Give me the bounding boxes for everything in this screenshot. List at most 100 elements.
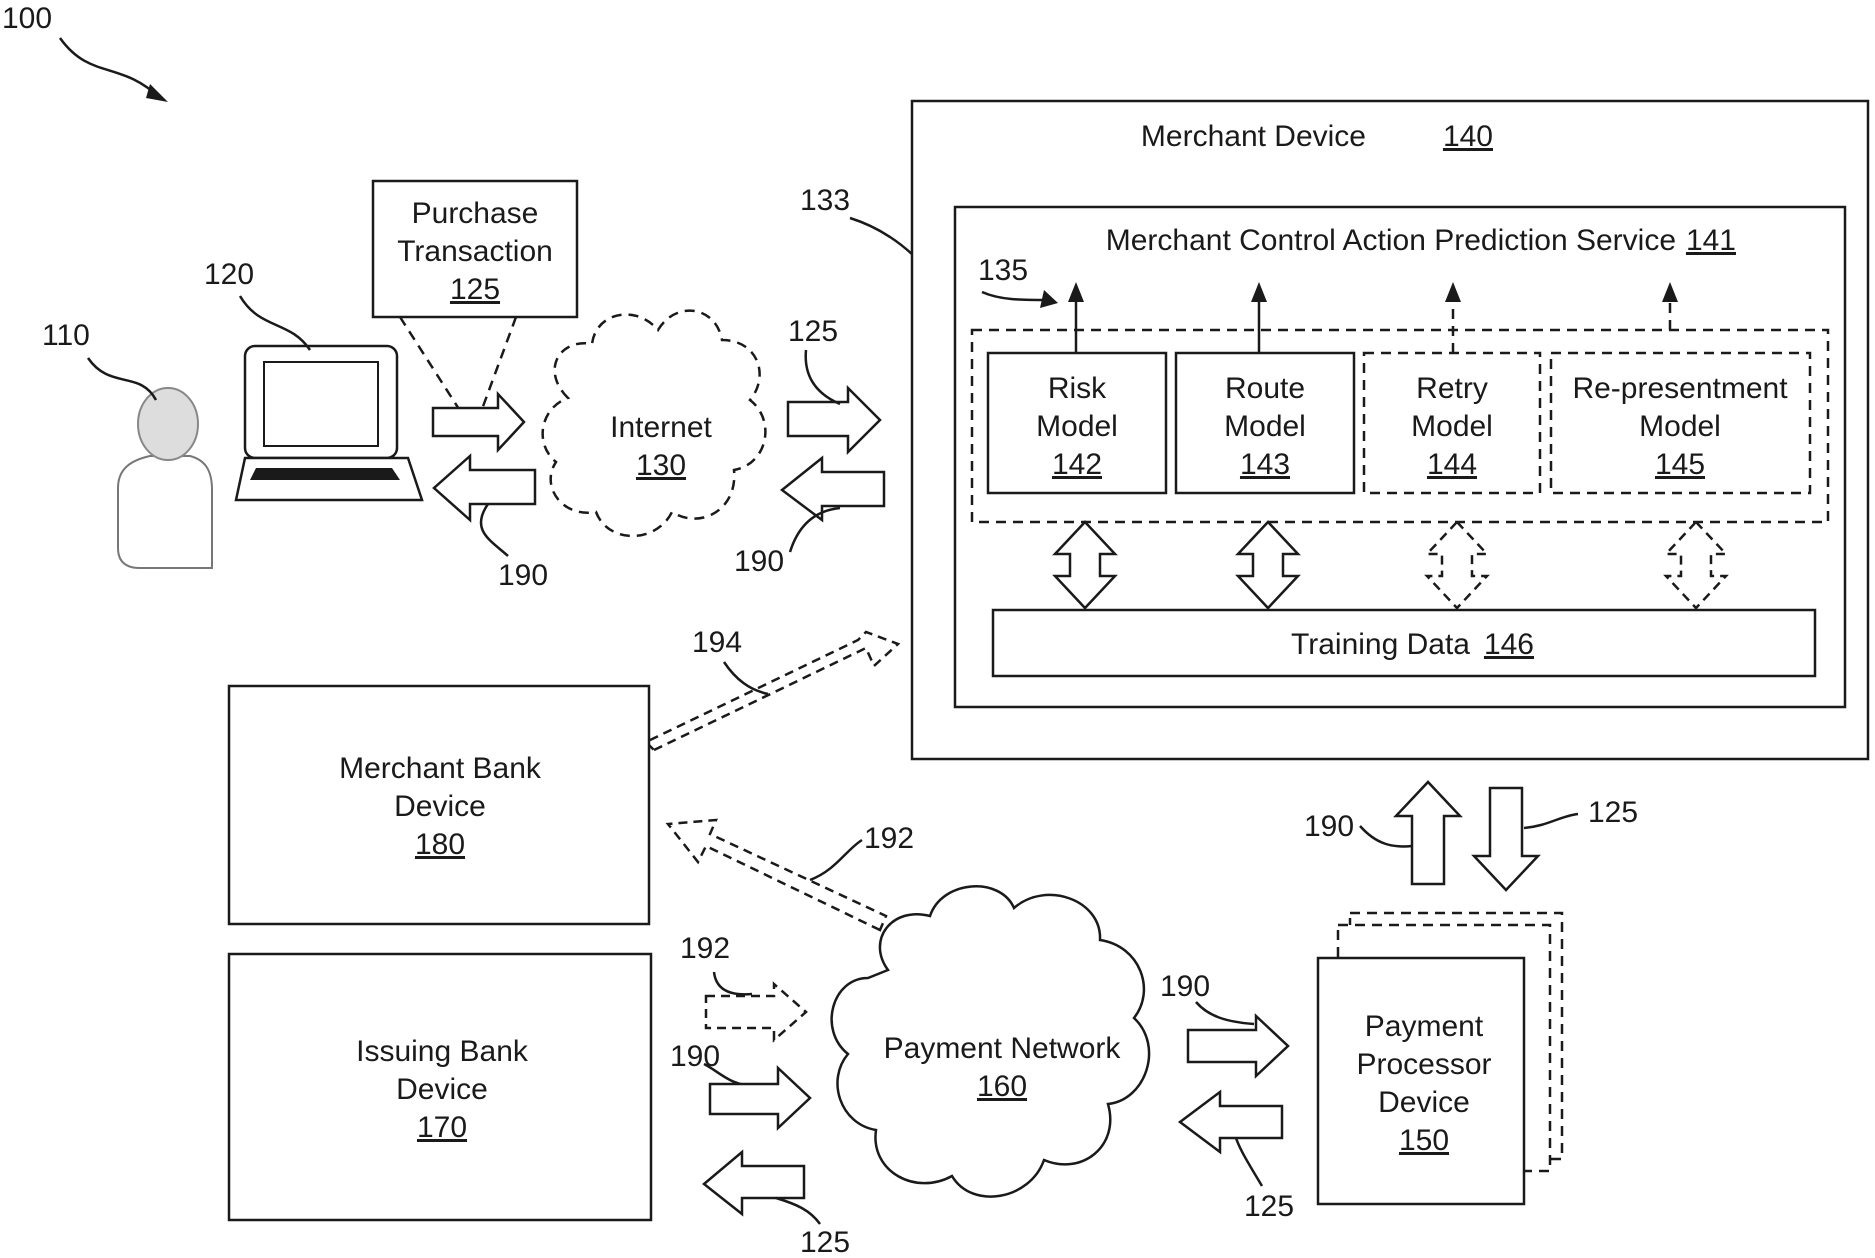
merchant-to-internet-arrow — [779, 455, 886, 523]
issuing-to-network-arrow — [708, 1065, 812, 1131]
retry-model-line2: Model — [1411, 410, 1493, 443]
prediction-service-num: 141 — [1686, 224, 1736, 257]
model-output-arrows — [1068, 282, 1678, 353]
issuing-bank-num: 170 — [417, 1111, 467, 1144]
merchant-device-num: 140 — [1443, 120, 1493, 153]
route-model-line2: Model — [1224, 410, 1306, 443]
issuing-bank-line2: Device — [396, 1073, 488, 1106]
representment-model-line1: Re-presentment — [1572, 372, 1788, 405]
internet-in-leader — [804, 349, 841, 406]
processor-num: 150 — [1399, 1124, 1449, 1157]
training-data-box — [991, 608, 1817, 678]
route-model-box — [1174, 351, 1356, 495]
processor-line1: Payment — [1365, 1010, 1484, 1043]
route-training-arrow — [1235, 520, 1301, 610]
user-ref: 110 — [42, 319, 90, 352]
user-leader-line — [86, 357, 158, 401]
internet-out-leader — [788, 506, 841, 553]
merchant-bank-to-merchant-arrow — [643, 630, 901, 752]
network-to-processor-ref: 190 — [1160, 970, 1210, 1003]
laptop-out-leader — [479, 503, 509, 557]
payment-network-cloud — [830, 885, 1151, 1198]
figure-leader-arrowhead — [146, 84, 168, 102]
merchant-device-label: Merchant Device — [1141, 120, 1366, 153]
representment-model-num: 145 — [1655, 448, 1705, 481]
retry-model-box — [1362, 351, 1542, 495]
issuing-dashed-leader — [712, 971, 753, 996]
internet-to-merchant-arrow — [786, 384, 882, 456]
issuing-bank-box — [227, 952, 653, 1222]
issuing-out-leader — [775, 1196, 822, 1225]
merchant-bank-to-merchant-ref: 194 — [692, 626, 742, 659]
representment-model-line2: Model — [1639, 410, 1721, 443]
retry-model-line1: Retry — [1416, 372, 1488, 405]
processor-to-network-ref: 125 — [1244, 1190, 1294, 1223]
internet-out-ref: 190 — [734, 545, 784, 578]
training-data-num: 146 — [1484, 628, 1534, 661]
network-to-issuing-arrow — [702, 1149, 806, 1217]
internet-to-laptop-arrow — [432, 453, 537, 523]
ref194-leader — [722, 661, 769, 696]
route-model-num: 143 — [1240, 448, 1290, 481]
processor-to-network-arrow — [1177, 1089, 1284, 1155]
retry-model-num: 144 — [1427, 448, 1477, 481]
figure-leader-line — [58, 37, 161, 99]
network-to-processor-arrow — [1186, 1013, 1290, 1079]
risk-model-line1: Risk — [1048, 372, 1107, 405]
group-ref: 135 — [978, 254, 1028, 287]
laptop-to-internet-arrow — [431, 390, 526, 454]
issuing-dashed-ref: 192 — [680, 932, 730, 965]
figure-ref: 100 — [2, 2, 52, 35]
retry-training-arrow — [1424, 520, 1490, 610]
merchant-to-processor-arrow — [1471, 786, 1541, 892]
laptop-ref: 120 — [204, 258, 254, 291]
internet-label: Internet — [610, 411, 712, 444]
network-to-merchant-bank-ref: 192 — [864, 822, 914, 855]
purchase-callout-lines — [398, 316, 518, 421]
payment-processor-box — [1316, 956, 1526, 1206]
laptop-leader-line — [238, 295, 312, 351]
merchant-bank-num: 180 — [415, 828, 465, 861]
risk-model-num: 142 — [1052, 448, 1102, 481]
payment-network-num: 160 — [977, 1070, 1027, 1103]
processor-line3: Device — [1378, 1086, 1470, 1119]
purchase-line1: Purchase — [412, 197, 539, 230]
issuing-dashed-arrow — [704, 981, 808, 1043]
merchant-bank-line1: Merchant Bank — [339, 752, 542, 785]
route-model-line1: Route — [1225, 372, 1305, 405]
merchant-bank-box — [227, 684, 651, 926]
merchant-down-leader — [1523, 812, 1579, 830]
laptop-out-ref: 190 — [498, 559, 548, 592]
representment-model-box — [1549, 351, 1812, 495]
risk-training-arrow — [1052, 520, 1118, 610]
merchant-bank-line2: Device — [394, 790, 486, 823]
risk-model-line2: Model — [1036, 410, 1118, 443]
network-to-merchant-bank-arrow — [665, 818, 888, 932]
issuing-in-leader — [703, 1062, 757, 1088]
user-icon — [117, 387, 213, 569]
internet-in-ref: 125 — [788, 315, 838, 348]
internet-num: 130 — [636, 449, 686, 482]
representment-training-arrow — [1663, 520, 1729, 610]
payment-network-label: Payment Network — [884, 1032, 1122, 1065]
purchase-num: 125 — [450, 273, 500, 306]
purchase-transaction-box — [371, 179, 579, 319]
network-to-processor-leader — [1195, 1001, 1255, 1026]
processor-up-leader — [1359, 825, 1413, 848]
ref192-leader — [809, 838, 863, 882]
laptop-icon — [234, 344, 424, 502]
merchant-down-ref: 125 — [1588, 796, 1638, 829]
issuing-out-ref: 125 — [800, 1226, 850, 1258]
purchase-line2: Transaction — [397, 235, 553, 268]
processor-to-network-leader — [1234, 1137, 1264, 1187]
issuing-bank-line1: Issuing Bank — [356, 1035, 529, 1068]
internet-cloud — [541, 309, 767, 538]
processor-to-merchant-arrow — [1393, 780, 1463, 886]
risk-model-box — [986, 351, 1168, 495]
link-ref: 133 — [800, 184, 850, 217]
processor-up-ref: 190 — [1304, 810, 1354, 843]
group-leader-arrowhead — [1040, 290, 1058, 308]
processor-line2: Processor — [1356, 1048, 1491, 1081]
training-data-label: Training Data — [1291, 628, 1470, 661]
